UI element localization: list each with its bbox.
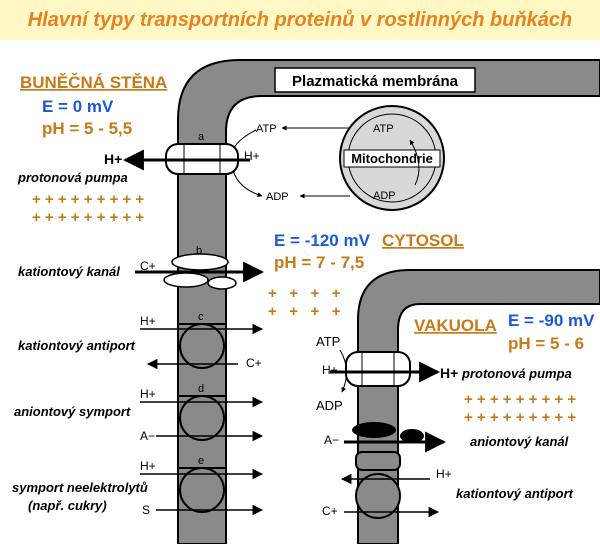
cytosol-voltage: E = -120 mV xyxy=(274,231,371,250)
cytosol-heading: CYTOSOL xyxy=(382,231,464,250)
mito-atp: ATP xyxy=(373,123,394,135)
transporter-c-letter: c xyxy=(198,311,204,323)
transporter-c-cation-antiport: c H+ C+ kationtový antiport xyxy=(18,311,264,370)
vac-pump-ion-in: H+ xyxy=(322,363,338,377)
symport-e-ion-h: H+ xyxy=(140,459,156,473)
channel-b-ion: C+ xyxy=(140,259,156,273)
page-title: Hlavní typy transportních proteinů v ros… xyxy=(0,0,600,40)
transporter-a-letter: a xyxy=(198,131,205,143)
symport-d-ion-a: A− xyxy=(140,429,155,443)
vacuole-anion-channel: A− aniontový kanál xyxy=(324,422,569,453)
vac-antiport-ion-h: H+ xyxy=(436,467,452,481)
transporter-b-cation-channel: b C+ kationtový kanál xyxy=(18,245,265,290)
transporter-d-name: aniontový symport xyxy=(14,404,131,419)
vac-antiport-name: kationtový antiport xyxy=(456,486,574,501)
antiport-c-ion-c: C+ xyxy=(246,356,262,370)
antiport-c-ion-h: H+ xyxy=(140,314,156,328)
pump-a-ion-in: H+ xyxy=(244,149,260,163)
vacuole-charges-1: + + + + + + + + + xyxy=(464,391,576,408)
cytosol-ph: pH = 7 - 7,5 xyxy=(274,253,364,272)
cytosol-charges-2: + + + + xyxy=(268,303,341,320)
transporter-a-name: protonová pumpa xyxy=(17,170,128,185)
cytosol-charges-1: + + + + xyxy=(268,285,341,302)
vacuole-heading: VAKUOLA xyxy=(414,316,497,335)
transporter-e-letter: e xyxy=(198,455,204,467)
vac-channel-name: aniontový kanál xyxy=(470,434,569,449)
vacuole-proton-pump: H+ H+ ATP ADP protonová pumpa xyxy=(316,334,572,413)
cell-wall-voltage: E = 0 mV xyxy=(42,97,114,116)
vac-pump-name: protonová pumpa xyxy=(461,366,572,381)
cell-wall-charges-1: + + + + + + + + + xyxy=(32,191,144,208)
transporter-e-name2: (např. cukry) xyxy=(28,498,107,513)
transporter-d-anion-symport: d H+ A− aniontový symport xyxy=(14,383,264,443)
vacuole-ph: pH = 5 - 6 xyxy=(508,334,584,353)
pump-a-ion-out: H+ xyxy=(104,151,122,167)
vacuole-charges-2: + + + + + + + + + xyxy=(464,409,576,426)
pump-a-adp: ADP xyxy=(266,191,289,203)
transporter-c-name: kationtový antiport xyxy=(18,338,136,353)
vacuole-cation-antiport: H+ C+ kationtový antiport xyxy=(322,451,574,519)
mitochondria-label: Mitochondrie xyxy=(351,151,433,166)
mito-adp: ADP xyxy=(373,190,396,202)
transporter-a-proton-pump: a H+ H+ protonová pumpa xyxy=(17,131,260,185)
transporter-e-name: symport neelektrolytů xyxy=(12,480,148,495)
mitochondrion: Mitochondrie ATP ADP xyxy=(339,105,445,211)
vac-pump-atp: ATP xyxy=(316,334,340,349)
cell-wall-ph: pH = 5 - 5,5 xyxy=(42,119,132,138)
transporter-e-nonelectrolyte-symport: e H+ S symport neelektrolytů (např. cukr… xyxy=(12,455,264,517)
transporter-b-name: kationtový kanál xyxy=(18,264,120,279)
vacuole-voltage: E = -90 mV xyxy=(508,311,595,330)
membrane-label: Plazmatická membrána xyxy=(292,73,459,90)
symport-e-ion-s: S xyxy=(142,503,150,517)
vac-pump-adp: ADP xyxy=(316,398,343,413)
transporter-d-letter: d xyxy=(198,383,204,395)
transporter-b-letter: b xyxy=(196,245,202,257)
vac-antiport-ion-c: C+ xyxy=(322,504,338,518)
cell-wall-charges-2: + + + + + + + + + xyxy=(32,209,144,226)
symport-d-ion-h: H+ xyxy=(140,387,156,401)
vac-pump-ion-out: H+ xyxy=(440,365,458,381)
cell-wall-heading: BUNĚČNÁ STĚNA xyxy=(20,73,167,92)
vac-channel-ion: A− xyxy=(324,433,339,447)
pump-a-atp: ATP xyxy=(256,123,277,135)
